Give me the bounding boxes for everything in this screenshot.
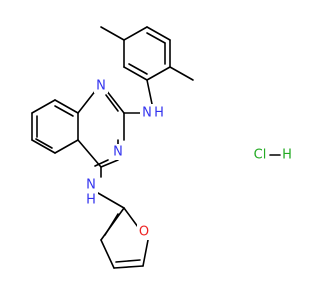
atom-cl-hcl: Cl	[254, 148, 267, 163]
bond-line	[54, 99, 79, 114]
bond-line	[94, 159, 109, 167]
atom-n3: N	[113, 145, 123, 160]
bond-line	[146, 79, 153, 105]
bond-line	[100, 26, 125, 41]
atom-n-h-furfuryl-h: H	[86, 193, 96, 208]
bond-line	[142, 239, 149, 267]
molecule-diagram: N N N H N H O Cl H	[31, 26, 292, 269]
atom-h-hcl: H	[282, 148, 292, 163]
bond-line	[104, 213, 119, 236]
bond-line	[77, 139, 102, 168]
bond-line	[100, 239, 115, 269]
bond-line	[123, 207, 139, 228]
bond-line	[97, 192, 125, 209]
bond-line	[100, 159, 119, 168]
bond-line	[113, 265, 144, 269]
bond-line	[105, 89, 125, 114]
bond-line	[146, 32, 166, 44]
atom-n-h-aryl-h: H	[154, 106, 164, 121]
bond-line	[115, 259, 141, 263]
atom-n-h-aryl-n: N	[142, 106, 152, 121]
bond-line	[123, 66, 148, 81]
bond-line	[146, 66, 171, 81]
bond-line	[77, 89, 97, 114]
atom-label-layer: N N N H N H O Cl H	[84, 77, 292, 240]
atom-n-h-furfuryl-n: N	[86, 178, 96, 193]
bond-line	[31, 139, 56, 154]
bond-line	[35, 138, 53, 149]
bond-line	[54, 139, 79, 154]
bond-line	[123, 26, 148, 41]
bond-layer	[31, 26, 281, 269]
bond-line	[146, 26, 171, 41]
atom-o-furan: O	[139, 225, 149, 240]
bond-line	[54, 105, 74, 117]
bond-line	[105, 94, 119, 112]
bond-line	[169, 66, 194, 81]
bond-line	[128, 63, 148, 75]
atom-n1: N	[96, 79, 106, 94]
bond-line	[31, 99, 56, 114]
